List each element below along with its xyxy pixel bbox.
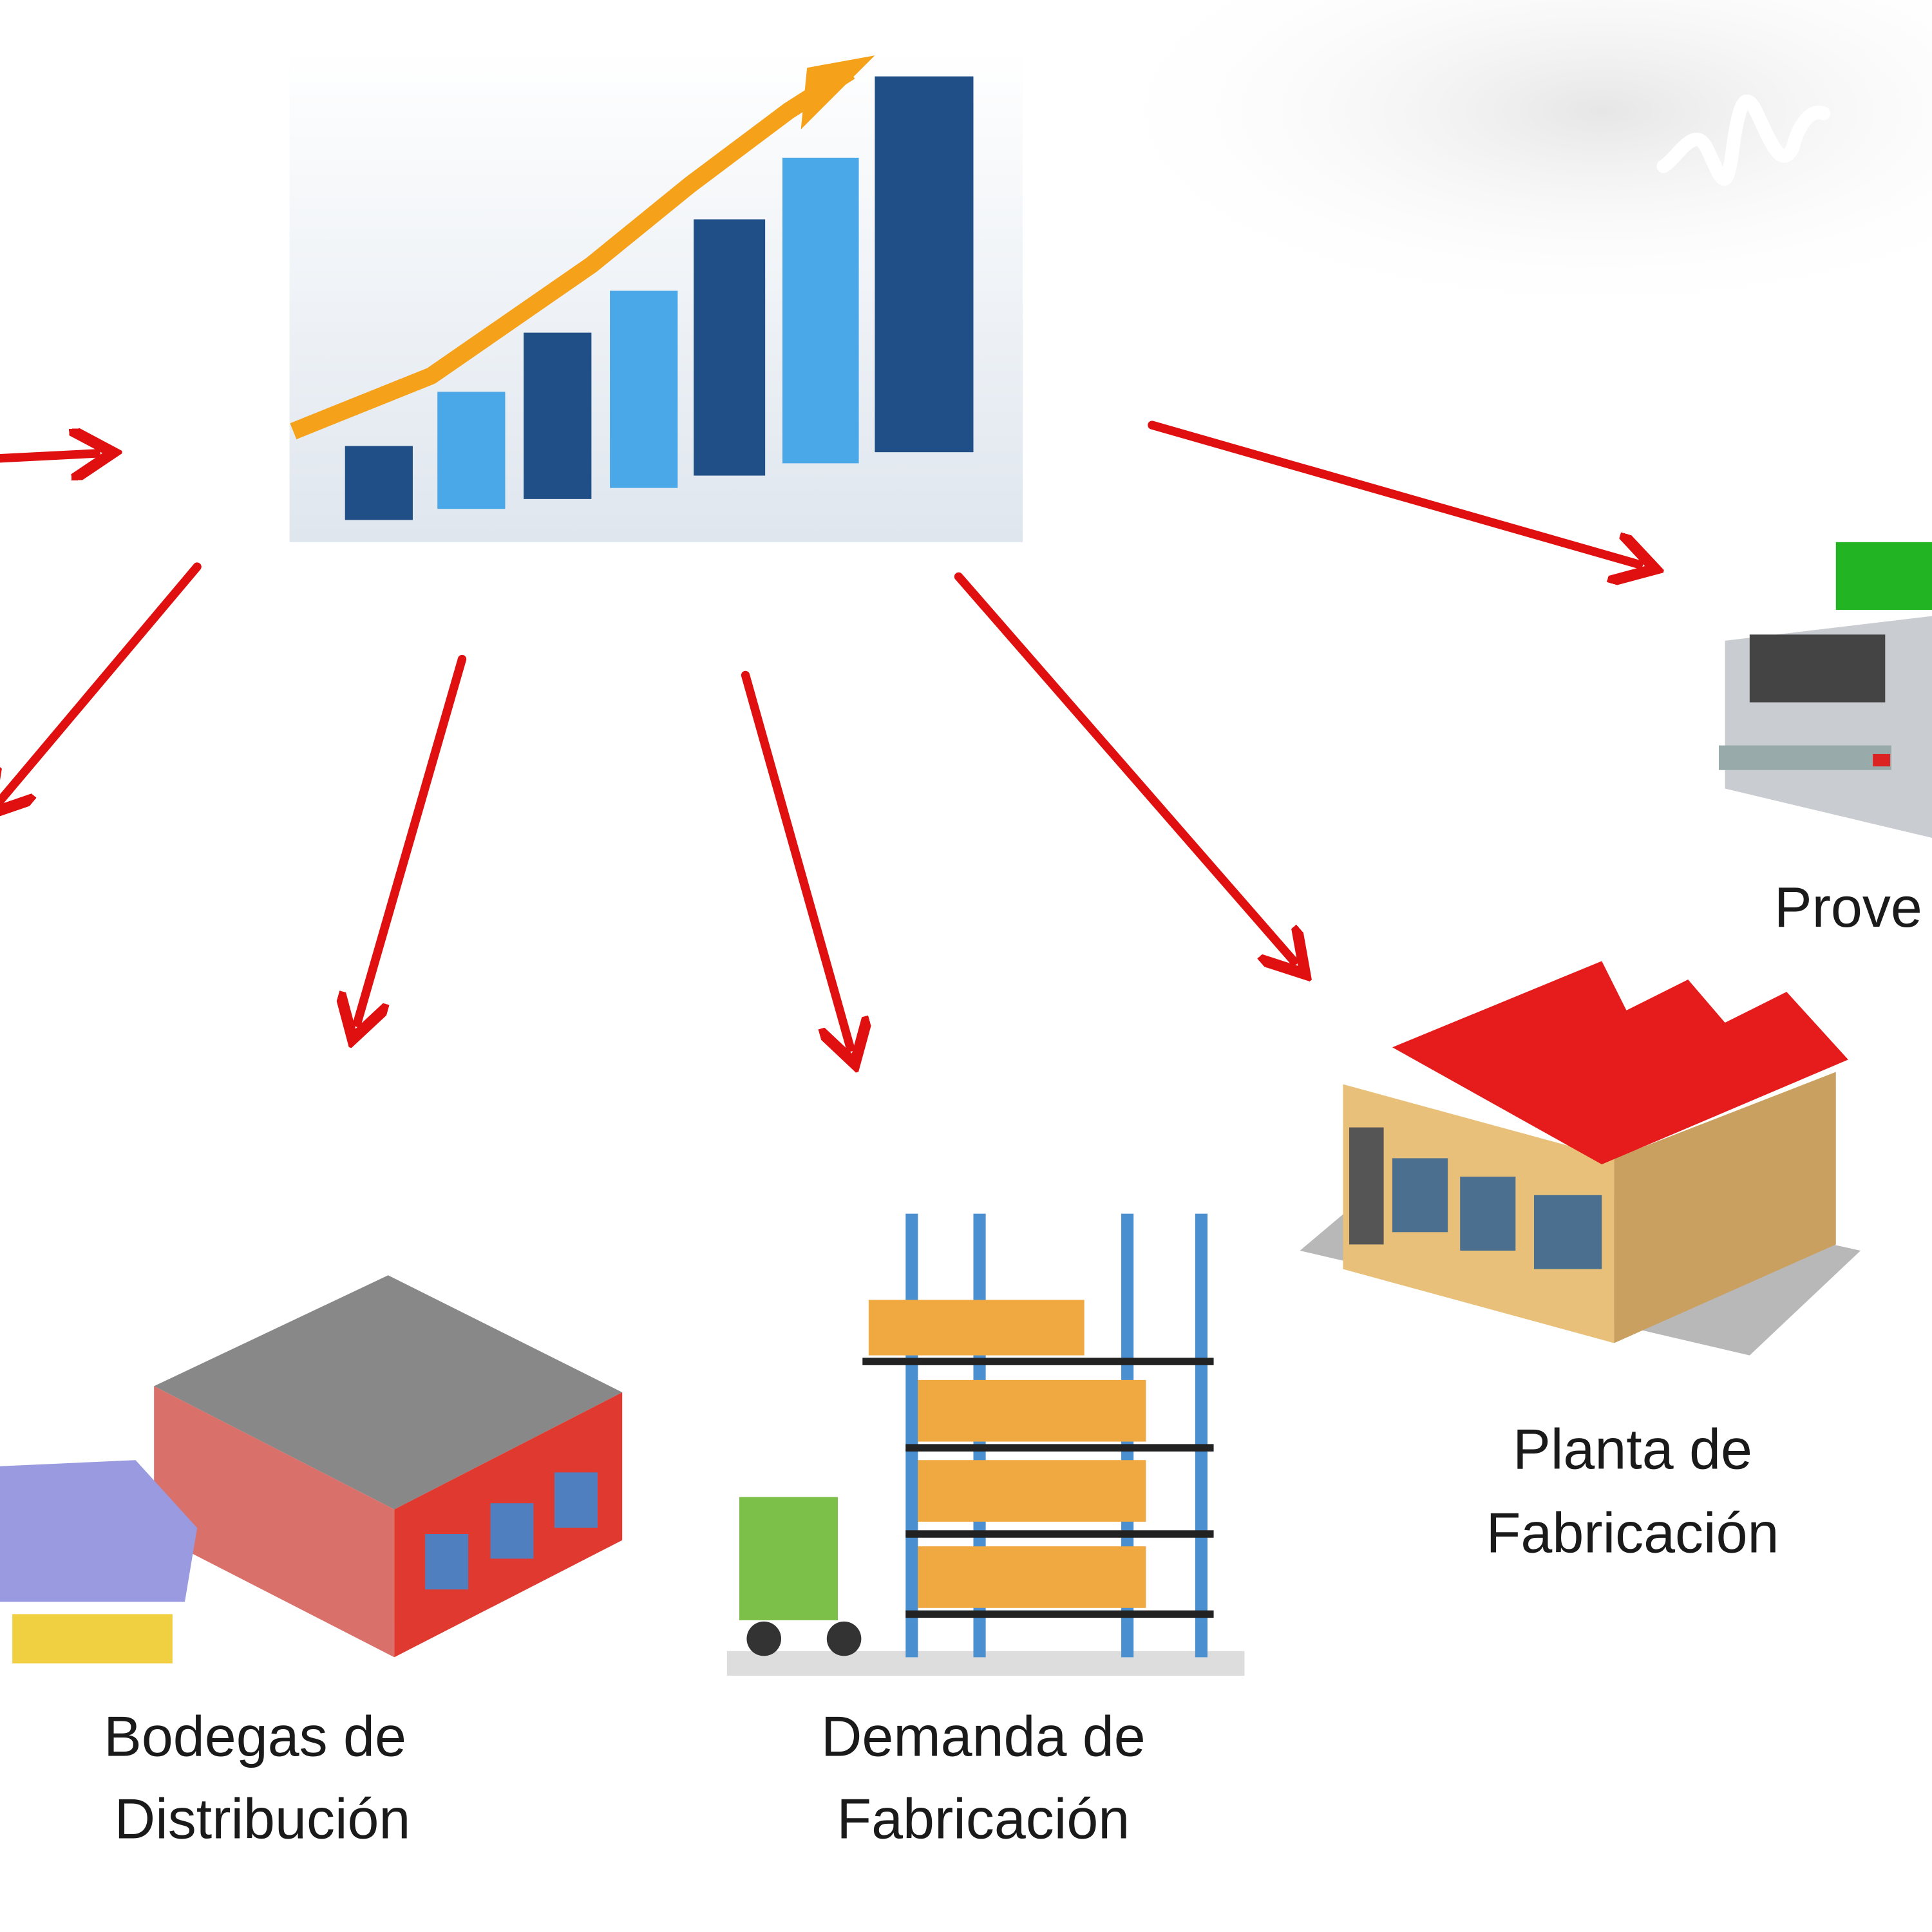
label-planta-line1: Planta de [1513,1417,1752,1481]
background-haze [1084,0,1932,321]
label-proveedores: Prove [1774,875,1922,939]
arrow-to-planta [954,572,1294,961]
label-bodegas-line1: Bodegas de [104,1704,406,1768]
arrow-to-bodegas [357,654,467,1023]
growth-chart-icon [289,49,1023,542]
arrow-down-left [0,562,202,801]
podcast-logo-icon [1656,94,1831,186]
arrow-to-proveedores [1148,421,1639,564]
label-demanda-line1: Demanda de [821,1704,1146,1768]
distribution-warehouse-icon [0,1275,623,1663]
warehouse-rack-icon [726,1213,1245,1676]
label-planta-line2: Fabricación [1486,1501,1779,1565]
factory-icon [1300,961,1861,1356]
label-bodegas-line2: Distribución [115,1787,411,1851]
label-demanda-line2: Fabricación [837,1787,1130,1851]
arrow-left-in [0,453,96,459]
truck-icon [1719,542,1932,838]
arrow-to-demanda [741,670,851,1047]
